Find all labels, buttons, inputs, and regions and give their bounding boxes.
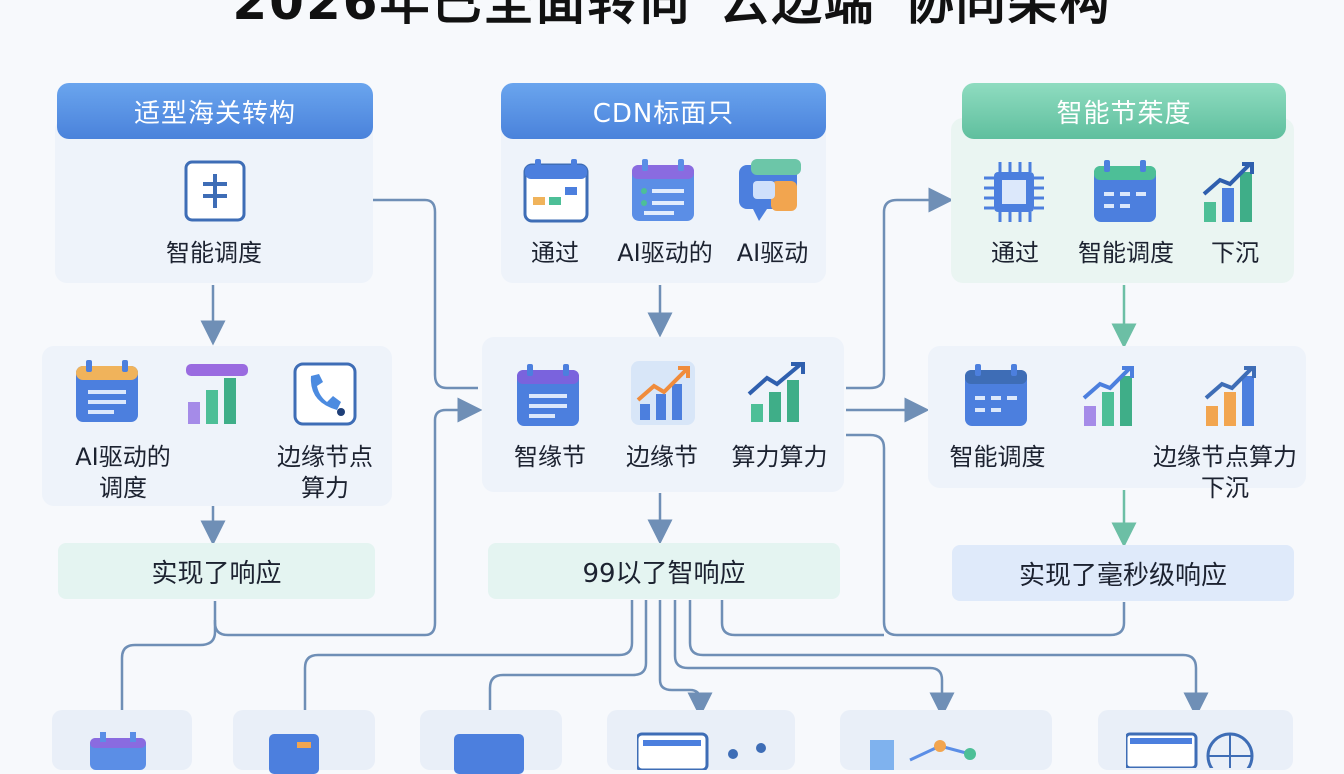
bottom-card-6: [1098, 710, 1293, 770]
page-title: 2026年已全面转向"云边端"协同架构: [232, 0, 1112, 31]
right-header: 智能节茱度: [962, 83, 1286, 139]
monitor-icon: [454, 734, 524, 774]
left-header: 适型海关转构: [57, 83, 373, 139]
center-flow-label-3: 算力算力: [731, 443, 828, 471]
growth-chart-icon: [745, 360, 811, 430]
bar-chart-icon: [184, 360, 250, 430]
plus-minus-icon: [184, 160, 246, 226]
center-top-label-1: 通过: [531, 239, 579, 267]
left-flow-text-1: AI驱动的 调度: [75, 443, 171, 502]
calendar-icon: [963, 362, 1029, 432]
bottom-card-2: [233, 710, 375, 774]
bottom-card-1: [52, 710, 192, 770]
calendar-icon: [523, 157, 589, 227]
globe-icon: [1126, 732, 1254, 768]
right-top-label-2: 智能调度: [1078, 239, 1174, 267]
right-flow-text-2: 边缘节点算力 下沉: [1153, 443, 1297, 502]
right-top-label-3: 下沉: [1211, 239, 1259, 267]
right-flow-label-1: 智能调度: [949, 443, 1046, 471]
server-network-icon: [870, 740, 976, 770]
right-flow-label-2: 边缘节点算力 下沉: [1140, 442, 1310, 504]
center-header: CDN标面只: [501, 83, 826, 139]
network-icon: [637, 732, 766, 770]
list-card-icon: [630, 157, 696, 227]
center-top-label-3: AI驱动: [736, 239, 809, 267]
phone-icon: [293, 362, 357, 430]
growth-chart-icon: [1202, 362, 1268, 432]
center-flow-label-1: 智缘节: [514, 443, 586, 471]
center-result: 99以了智响应: [488, 543, 840, 599]
left-result: 实现了响应: [58, 543, 375, 599]
center-top-label-2: AI驱动的: [617, 239, 713, 267]
bottom-card-3: [420, 710, 562, 774]
bottom-card-4: [607, 710, 795, 770]
chat-bubble-icon: [737, 157, 803, 227]
growth-chart-icon: [630, 360, 696, 430]
center-flow-label-2: 边缘节: [626, 443, 698, 471]
right-result: 实现了毫秒级响应: [952, 545, 1294, 601]
bottom-card-5: [840, 710, 1052, 770]
calendar-icon: [1092, 158, 1158, 228]
calendar-icon: [74, 358, 140, 428]
left-flow-label-2: 边缘节点 算力: [260, 442, 390, 504]
left-top-label: 智能调度: [166, 239, 262, 267]
growth-chart-icon: [1200, 158, 1266, 228]
calendar-icon: [90, 732, 146, 770]
growth-chart-icon: [1080, 362, 1146, 432]
left-flow-text-2: 边缘节点 算力: [277, 443, 373, 502]
right-top-label-1: 通过: [991, 239, 1039, 267]
left-flow-label-1: AI驱动的 调度: [58, 442, 188, 504]
calendar-icon: [515, 362, 581, 432]
chip-icon: [982, 160, 1046, 228]
document-icon: [269, 734, 319, 774]
